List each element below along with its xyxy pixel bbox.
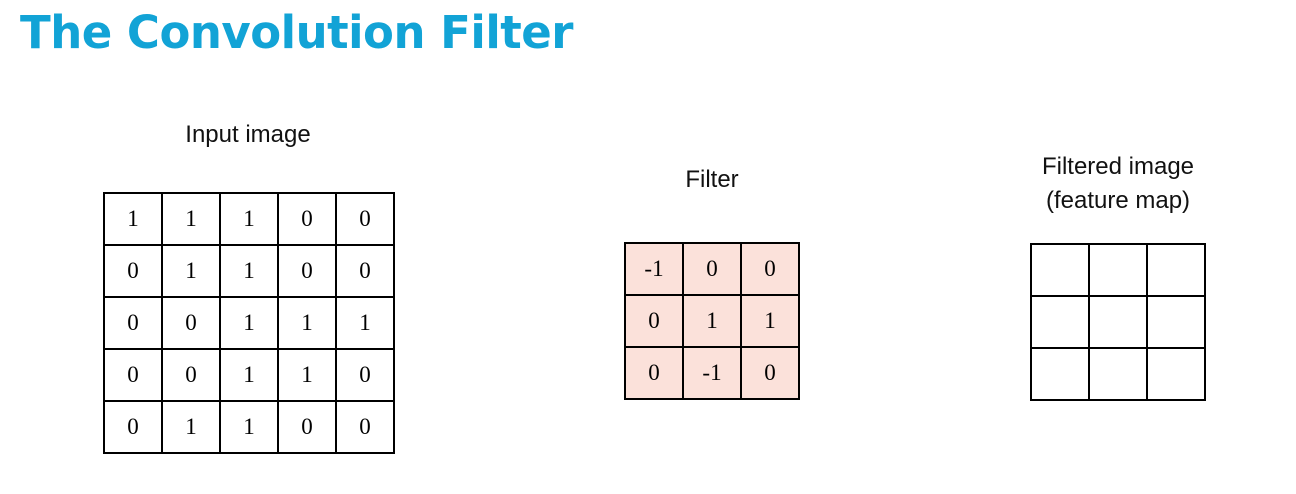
input-image-cell: 1 bbox=[219, 400, 279, 454]
feature-map-cell bbox=[1146, 347, 1206, 401]
input-image-cell: 1 bbox=[219, 244, 279, 298]
filter-label: Filter bbox=[685, 166, 739, 193]
feature-map-row bbox=[1030, 295, 1206, 349]
feature-map-label-line1: Filtered image bbox=[1041, 153, 1195, 180]
filter-cell: 0 bbox=[740, 346, 800, 400]
input-image-cell: 0 bbox=[335, 192, 395, 246]
filter-cell: 0 bbox=[682, 242, 742, 296]
feature-map-cell bbox=[1030, 243, 1090, 297]
feature-map-cell bbox=[1088, 347, 1148, 401]
input-image-cell: 0 bbox=[277, 244, 337, 298]
input-image-cell: 0 bbox=[103, 296, 163, 350]
filter-cell: 0 bbox=[624, 294, 684, 348]
feature-map-label: Filtered image (feature map) bbox=[1000, 150, 1236, 218]
filter-cell: 0 bbox=[624, 346, 684, 400]
slide-title: The Convolution Filter bbox=[20, 6, 573, 59]
input-image-cell: 0 bbox=[103, 244, 163, 298]
input-image-cell: 1 bbox=[103, 192, 163, 246]
input-image-cell: 1 bbox=[335, 296, 395, 350]
input-image-cell: 0 bbox=[103, 348, 163, 402]
input-image-cell: 1 bbox=[277, 348, 337, 402]
input-image-cell: 0 bbox=[335, 348, 395, 402]
input-image-cell: 1 bbox=[161, 400, 221, 454]
input-image-cell: 0 bbox=[277, 192, 337, 246]
filter-cell: 0 bbox=[740, 242, 800, 296]
filter-cell: -1 bbox=[624, 242, 684, 296]
input-image-cell: 1 bbox=[277, 296, 337, 350]
feature-map-cell bbox=[1146, 243, 1206, 297]
feature-map-cell bbox=[1030, 347, 1090, 401]
filter-cell: -1 bbox=[682, 346, 742, 400]
input-image-cell: 0 bbox=[103, 400, 163, 454]
feature-map-cell bbox=[1088, 243, 1148, 297]
feature-map-grid bbox=[1030, 243, 1206, 401]
input-image-cell: 0 bbox=[277, 400, 337, 454]
feature-map-cell bbox=[1146, 295, 1206, 349]
input-image-cell: 1 bbox=[161, 192, 221, 246]
filter-cell: 1 bbox=[740, 294, 800, 348]
feature-map-cell bbox=[1088, 295, 1148, 349]
input-image-cell: 0 bbox=[161, 348, 221, 402]
input-image-cell: 0 bbox=[335, 244, 395, 298]
input-image-cell: 0 bbox=[335, 400, 395, 454]
input-image-cell: 1 bbox=[219, 192, 279, 246]
feature-map-row bbox=[1030, 347, 1206, 401]
feature-map-row bbox=[1030, 243, 1206, 297]
feature-map-cell bbox=[1030, 295, 1090, 349]
input-image-cell: 1 bbox=[219, 296, 279, 350]
input-image-cell: 1 bbox=[161, 244, 221, 298]
feature-map-label-line2: (feature map) bbox=[1045, 187, 1191, 214]
filter-cell: 1 bbox=[682, 294, 742, 348]
input-image-cell: 1 bbox=[219, 348, 279, 402]
input-image-label: Input image bbox=[185, 121, 311, 148]
input-image-cell: 0 bbox=[161, 296, 221, 350]
